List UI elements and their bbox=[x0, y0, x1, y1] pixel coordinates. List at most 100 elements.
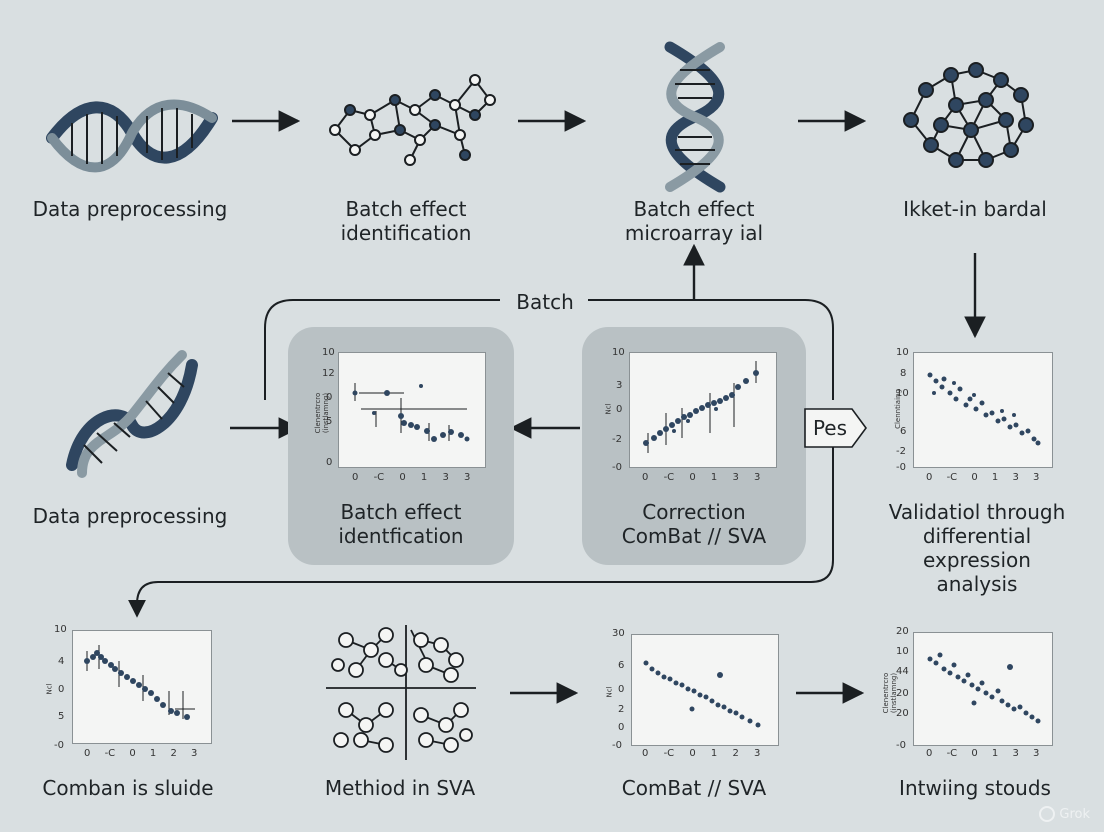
bot-step1-label: Comban is sluide bbox=[42, 776, 214, 800]
p-mid1-x5: 3 bbox=[464, 472, 471, 483]
molecule-network-icon bbox=[329, 74, 496, 166]
p-bot4-x0: 0 bbox=[926, 748, 933, 759]
p-mid1-x2: 0 bbox=[399, 472, 406, 483]
scatter-plot-bottom3 bbox=[631, 634, 779, 746]
p-bot3-xtick-row: 0 -C 0 1 2 3 bbox=[642, 748, 792, 759]
p-bot4-x2: 0 bbox=[971, 748, 978, 759]
scatter-plot-panel1 bbox=[338, 352, 486, 468]
p-mid3-ytick-0: 10 bbox=[896, 347, 909, 358]
p-bot3-x0: 0 bbox=[642, 748, 649, 759]
bot-step2-label: Methiod in SVA bbox=[324, 776, 476, 800]
grok-logo-icon bbox=[1039, 806, 1056, 822]
p-bot1-ytick-4: -0 bbox=[54, 740, 64, 751]
top-step2-label-line2: identification bbox=[340, 221, 472, 245]
p-bot1-x2: 0 bbox=[129, 748, 136, 759]
scatter-marks-bottom4 bbox=[927, 652, 1041, 724]
p-bot4-x1: -C bbox=[946, 748, 958, 759]
validation-label-line4: analysis bbox=[936, 572, 1018, 596]
p-mid3-x3: 1 bbox=[991, 472, 999, 483]
dna-helix-icon-2 bbox=[66, 350, 198, 478]
scatter-marks-bottom1 bbox=[84, 645, 195, 720]
p-mid2-x4: 3 bbox=[732, 472, 739, 483]
p-bot4-xtick-row: 0 -C 0 1 3 3 bbox=[926, 748, 1076, 759]
p-mid3-xtick-row: 0 -C 0 1 3 3 bbox=[926, 472, 1076, 483]
p-bot3-x2: 0 bbox=[689, 748, 696, 759]
p-bot4-ytick-2: 44 bbox=[896, 666, 909, 677]
p-mid2-x0: 0 bbox=[642, 472, 649, 483]
p-mid1-x3: 1 bbox=[420, 472, 428, 483]
p-mid3-x2: 0 bbox=[971, 472, 978, 483]
scatter-plot-bottom1 bbox=[72, 630, 212, 744]
p-mid1-ytick-1: 12 bbox=[322, 368, 335, 379]
p-mid1-ytick-0: 10 bbox=[322, 347, 335, 358]
p-bot1-ytick-2: 0 bbox=[58, 684, 65, 695]
p-mid1-xtick-row: 0 -C 0 1 3 3 bbox=[352, 472, 502, 483]
p-bot3-x5: 3 bbox=[754, 748, 761, 759]
top-step1-label: Data preprocessing bbox=[32, 197, 228, 221]
p-bot4-x5: 3 bbox=[1033, 748, 1040, 759]
p-bot3-ylabel: Ncl bbox=[605, 686, 614, 698]
p-bot3-ytick-2: 0 bbox=[618, 684, 625, 695]
top-step2-label-line1: Batch effect bbox=[345, 197, 467, 221]
p-bot3-x1: -C bbox=[663, 748, 675, 759]
p-bot3-x4: 2 bbox=[732, 748, 739, 759]
scatter-plot-panel2 bbox=[629, 352, 777, 468]
mid-step1-label: Data preprocessing bbox=[32, 504, 228, 528]
p-bot4-ytick-5: -0 bbox=[896, 740, 906, 751]
node-cluster-icon bbox=[903, 62, 1034, 168]
pes-tag-shape bbox=[804, 408, 867, 448]
p-mid3-ytick-5: -0 bbox=[896, 462, 906, 473]
p-mid2-ytick-1: 3 bbox=[616, 380, 623, 391]
top-step4-label: Ikket-in bardal bbox=[903, 197, 1047, 221]
p-bot1-ylabel: Ncl bbox=[45, 683, 54, 695]
p-bot3-ytick-1: 6 bbox=[618, 660, 625, 671]
panel1-label-line2: identfication bbox=[338, 524, 464, 548]
validation-label-line2: differential bbox=[922, 524, 1032, 548]
p-bot3-ytick-5: -0 bbox=[612, 740, 622, 751]
p-bot1-ytick-1: 4 bbox=[58, 656, 65, 667]
p-bot4-ytick-0: 20 bbox=[896, 626, 909, 637]
p-mid3-x4: 3 bbox=[1012, 472, 1019, 483]
p-bot3-x3: 1 bbox=[710, 748, 718, 759]
p-bot3-ytick-4: 0 bbox=[618, 722, 625, 733]
batch-loop-line bbox=[264, 299, 834, 400]
scatter-marks-bottom3 bbox=[643, 660, 761, 728]
p-bot1-x5: 3 bbox=[191, 748, 198, 759]
watermark: Grok bbox=[1039, 806, 1090, 822]
p-bot1-ytick-3: 5 bbox=[58, 711, 65, 722]
p-mid2-x5: 3 bbox=[754, 472, 761, 483]
p-mid3-x0: 0 bbox=[926, 472, 933, 483]
bot-step3-label: ComBat // SVA bbox=[621, 776, 767, 800]
validation-label-line3: expression bbox=[923, 548, 1031, 572]
p-bot4-ytick-3: 20 bbox=[896, 688, 909, 699]
p-mid1-x1: -C bbox=[373, 472, 385, 483]
p-mid3-x1: -C bbox=[946, 472, 958, 483]
p-mid3-ylabel: Clenntiaing bbox=[894, 389, 902, 429]
p-mid1-ytick-4: 0 bbox=[326, 457, 333, 468]
panel2-label-line2: ComBat // SVA bbox=[621, 524, 767, 548]
p-bot4-x3: 1 bbox=[991, 748, 999, 759]
p-mid2-x1: -C bbox=[663, 472, 675, 483]
validation-label-line1: Validatiol through bbox=[888, 500, 1066, 524]
p-mid1-ylabel: Clenentrcro (instlamng) bbox=[314, 392, 330, 434]
p-mid3-ytick-3: 6 bbox=[900, 426, 907, 437]
p-bot4-ytick-4: 20 bbox=[896, 708, 909, 719]
p-mid2-x2: 0 bbox=[689, 472, 696, 483]
p-mid1-x0: 0 bbox=[352, 472, 359, 483]
scatter-marks-validation bbox=[927, 372, 1041, 446]
p-bot1-xtick-row: 0 -C 0 1 2 3 bbox=[84, 748, 234, 759]
p-bot3-ytick-0: 30 bbox=[612, 628, 625, 639]
p-mid2-x3: 1 bbox=[710, 472, 718, 483]
p-mid3-ytick-4: -2 bbox=[896, 446, 906, 457]
batch-loop-label: Batch bbox=[505, 290, 585, 314]
scatter-plot-bottom4 bbox=[913, 632, 1053, 746]
bottom-loop-line bbox=[128, 440, 834, 618]
p-mid2-ylabel: Ncl bbox=[604, 403, 613, 415]
pes-tag-label: Pes bbox=[812, 416, 848, 440]
scatter-plot-validation bbox=[913, 352, 1053, 468]
p-bot1-x4: 2 bbox=[170, 748, 177, 759]
p-bot4-ylabel: Clenentrcro (instlamng) bbox=[882, 672, 898, 714]
top-step3-label-line2: microarray ial bbox=[624, 221, 764, 245]
scatter-marks-panel1 bbox=[352, 383, 470, 442]
